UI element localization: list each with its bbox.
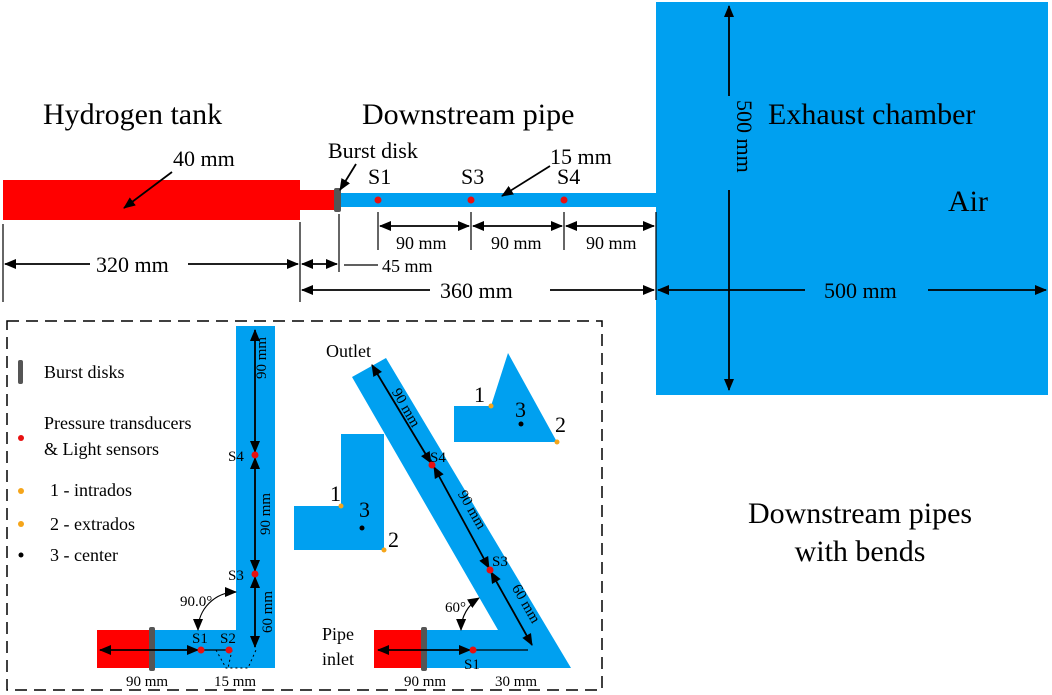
dim-90a: 90 mm bbox=[396, 233, 447, 253]
cs60-label-2: 2 bbox=[555, 412, 566, 437]
sensor-s4-dot bbox=[560, 196, 568, 204]
legend-intrados: 1 - intrados bbox=[50, 480, 132, 500]
cs90-label-3: 3 bbox=[359, 497, 370, 522]
cs60-center-dot bbox=[518, 421, 524, 427]
cross-section-60 bbox=[454, 353, 557, 442]
cs90-extrados-dot bbox=[381, 547, 387, 553]
burst-disk-arrow bbox=[339, 163, 357, 191]
bend60-s4: S4 bbox=[430, 450, 446, 466]
bend60-dimension-arrows bbox=[371, 364, 533, 655]
dim-500-vertical: 500 mm bbox=[732, 100, 757, 173]
legend-pressure-line2: & Light sensors bbox=[44, 439, 159, 459]
pipe-diameter-label: 15 mm bbox=[550, 144, 612, 169]
bend60-burst-disk bbox=[421, 627, 427, 671]
bend90-dim-15: 15 mm bbox=[214, 674, 256, 690]
cs60-label-1: 1 bbox=[474, 382, 485, 407]
dim-320: 320 mm bbox=[96, 252, 169, 277]
hydrogen-tank-label: Hydrogen tank bbox=[43, 98, 222, 131]
bend90-dim-90bottom: 90 mm bbox=[126, 674, 168, 690]
bend90-s2-dot bbox=[225, 646, 233, 654]
bend60-s3-dot bbox=[486, 566, 494, 574]
bends-caption-line1: Downstream pipes bbox=[748, 497, 972, 530]
cs60-intrados-dot bbox=[488, 403, 494, 409]
legend-center: 3 - center bbox=[50, 545, 118, 565]
bend90-dim-90mid: 90 mm bbox=[258, 493, 274, 535]
bend90-pipe bbox=[155, 326, 275, 668]
dim-45: 45 mm bbox=[382, 256, 433, 276]
bend90-s4: S4 bbox=[228, 449, 244, 465]
bend90-s3-dot bbox=[251, 570, 259, 578]
dim-500-horizontal: 500 mm bbox=[824, 278, 897, 303]
bend90-s1: S1 bbox=[192, 631, 208, 647]
dim-360: 360 mm bbox=[440, 278, 513, 303]
bend60-dim-90bottom: 90 mm bbox=[404, 674, 446, 690]
bend60-pipe-inlet-1: Pipe bbox=[322, 624, 354, 644]
bend60-s4-dot bbox=[428, 461, 436, 469]
legend-intrados-dot bbox=[18, 488, 24, 494]
dim-90b: 90 mm bbox=[491, 233, 542, 253]
bend90-s1-dot bbox=[197, 646, 205, 654]
bend60-s1: S1 bbox=[464, 657, 480, 673]
cs60-extrados-dot bbox=[554, 439, 560, 445]
legend-extrados: 2 - extrados bbox=[50, 514, 135, 534]
dim-90c: 90 mm bbox=[586, 233, 637, 253]
bend60-hydrogen-tank bbox=[374, 630, 424, 668]
tank-diameter-arrow bbox=[123, 171, 173, 209]
bend60-pipe-inlet-2: inlet bbox=[322, 649, 354, 669]
bend90-s3: S3 bbox=[228, 568, 244, 584]
bend90-dim-60: 60 mm bbox=[260, 591, 276, 633]
downstream-pipe-label: Downstream pipe bbox=[362, 98, 574, 131]
cs90-label-1: 1 bbox=[330, 481, 341, 506]
legend-burst-disks: Burst disks bbox=[44, 362, 125, 382]
cs90-intrados-dot bbox=[338, 503, 344, 509]
bend60-outlet: Outlet bbox=[326, 341, 371, 361]
tank-neck bbox=[300, 190, 336, 210]
cs90-center-dot bbox=[359, 525, 365, 531]
bend60-angle: 60° bbox=[445, 600, 466, 616]
cs60-label-3: 3 bbox=[515, 397, 526, 422]
hydrogen-tank bbox=[3, 180, 300, 220]
sensor-s1-dot bbox=[374, 196, 382, 204]
cross-section-90 bbox=[294, 434, 384, 550]
pipe-diameter-arrow bbox=[501, 165, 551, 197]
bend90-hydrogen-tank bbox=[97, 630, 151, 668]
burst-disk-label: Burst disk bbox=[328, 138, 418, 163]
cs90-label-2: 2 bbox=[388, 527, 399, 552]
bend60-angle-arc bbox=[456, 597, 480, 631]
bend60-s1-dot bbox=[469, 646, 477, 654]
bends-dashed-frame bbox=[6, 320, 603, 691]
exhaust-chamber bbox=[656, 2, 1048, 395]
bend90-dotted-guides bbox=[215, 649, 257, 669]
sensor-s1-label: S1 bbox=[368, 164, 391, 189]
top-dimension-arrows bbox=[4, 4, 1047, 391]
sensor-s3-label: S3 bbox=[461, 164, 484, 189]
bend90-burst-disk bbox=[149, 627, 155, 671]
bend60-dim-30: 30 mm bbox=[495, 674, 537, 690]
air-label: Air bbox=[948, 185, 988, 218]
downstream-pipe bbox=[341, 193, 656, 207]
bend60-s3: S3 bbox=[492, 554, 508, 570]
bend90-angle-arc bbox=[193, 587, 237, 631]
tank-diameter-label: 40 mm bbox=[173, 146, 235, 171]
legend-sensor-dot bbox=[18, 435, 24, 441]
exhaust-chamber-label: Exhaust chamber bbox=[768, 98, 975, 131]
bend90-angle: 90.0° bbox=[180, 594, 212, 610]
bend90-dim-90top: 90 mm bbox=[254, 337, 270, 379]
top-dimension-lines bbox=[2, 212, 657, 302]
sensor-s3-dot bbox=[467, 196, 475, 204]
bend90-s4-dot bbox=[251, 451, 259, 459]
legend-extrados-dot bbox=[18, 521, 24, 527]
bend90-dimension-arrows bbox=[99, 329, 260, 655]
bends-caption-line2: with bends bbox=[795, 535, 926, 568]
legend-center-dot bbox=[18, 552, 24, 558]
sensor-s4-label: S4 bbox=[557, 164, 580, 189]
bend90-s2: S2 bbox=[220, 631, 236, 647]
legend-burst-disk-icon bbox=[18, 360, 23, 384]
legend-pressure-line1: Pressure transducers bbox=[44, 413, 191, 433]
burst-disk-top bbox=[334, 188, 341, 212]
